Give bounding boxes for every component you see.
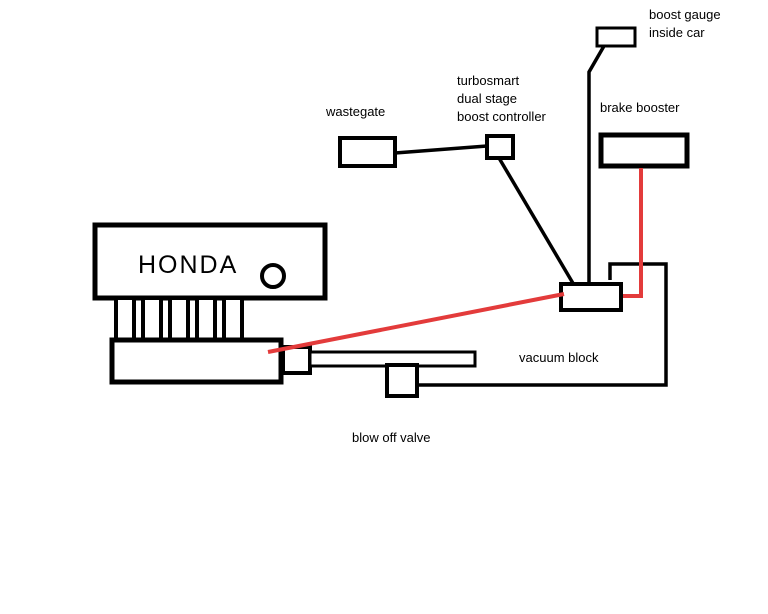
boost-gauge-label-line1: boost gauge [649, 7, 721, 22]
engine-label: HONDA [138, 251, 238, 279]
intake-manifold-box [109, 337, 284, 385]
controller-label-line1: turbosmart [457, 73, 520, 88]
wastegate-box [338, 136, 397, 168]
vacuum-block-box [559, 282, 623, 312]
throttle-body-box [281, 345, 312, 375]
engine-block-box [92, 222, 328, 301]
manifold-hose [267, 292, 565, 354]
boost-gauge-label-line2: inside car [649, 25, 705, 40]
intake-runner [114, 296, 136, 343]
boost-gauge-hose-line [587, 45, 606, 284]
intake-runner [195, 296, 217, 343]
blow-off-valve-label: blow off valve [352, 430, 431, 445]
wastegate-to-controller-line [394, 144, 488, 155]
controller-label-line2: dual stage [457, 91, 517, 106]
engine-pulley-circle [260, 263, 286, 289]
boost-controller-box [485, 134, 515, 160]
wastegate-label: wastegate [325, 104, 385, 119]
controller-label-line3: boost controller [457, 109, 547, 124]
controller-to-vacuum-block-line [497, 157, 576, 286]
intake-runner [168, 296, 190, 343]
boost-gauge-box [595, 26, 637, 48]
vacuum-block-label: vacuum block [519, 350, 599, 365]
brake-booster-box [598, 132, 690, 169]
intake-runner [222, 296, 244, 343]
boost-source-line [415, 262, 668, 387]
brake-booster-hose [623, 168, 643, 298]
brake-booster-label: brake booster [600, 100, 680, 115]
intake-runner [141, 296, 163, 343]
blow-off-valve-box [385, 363, 419, 398]
